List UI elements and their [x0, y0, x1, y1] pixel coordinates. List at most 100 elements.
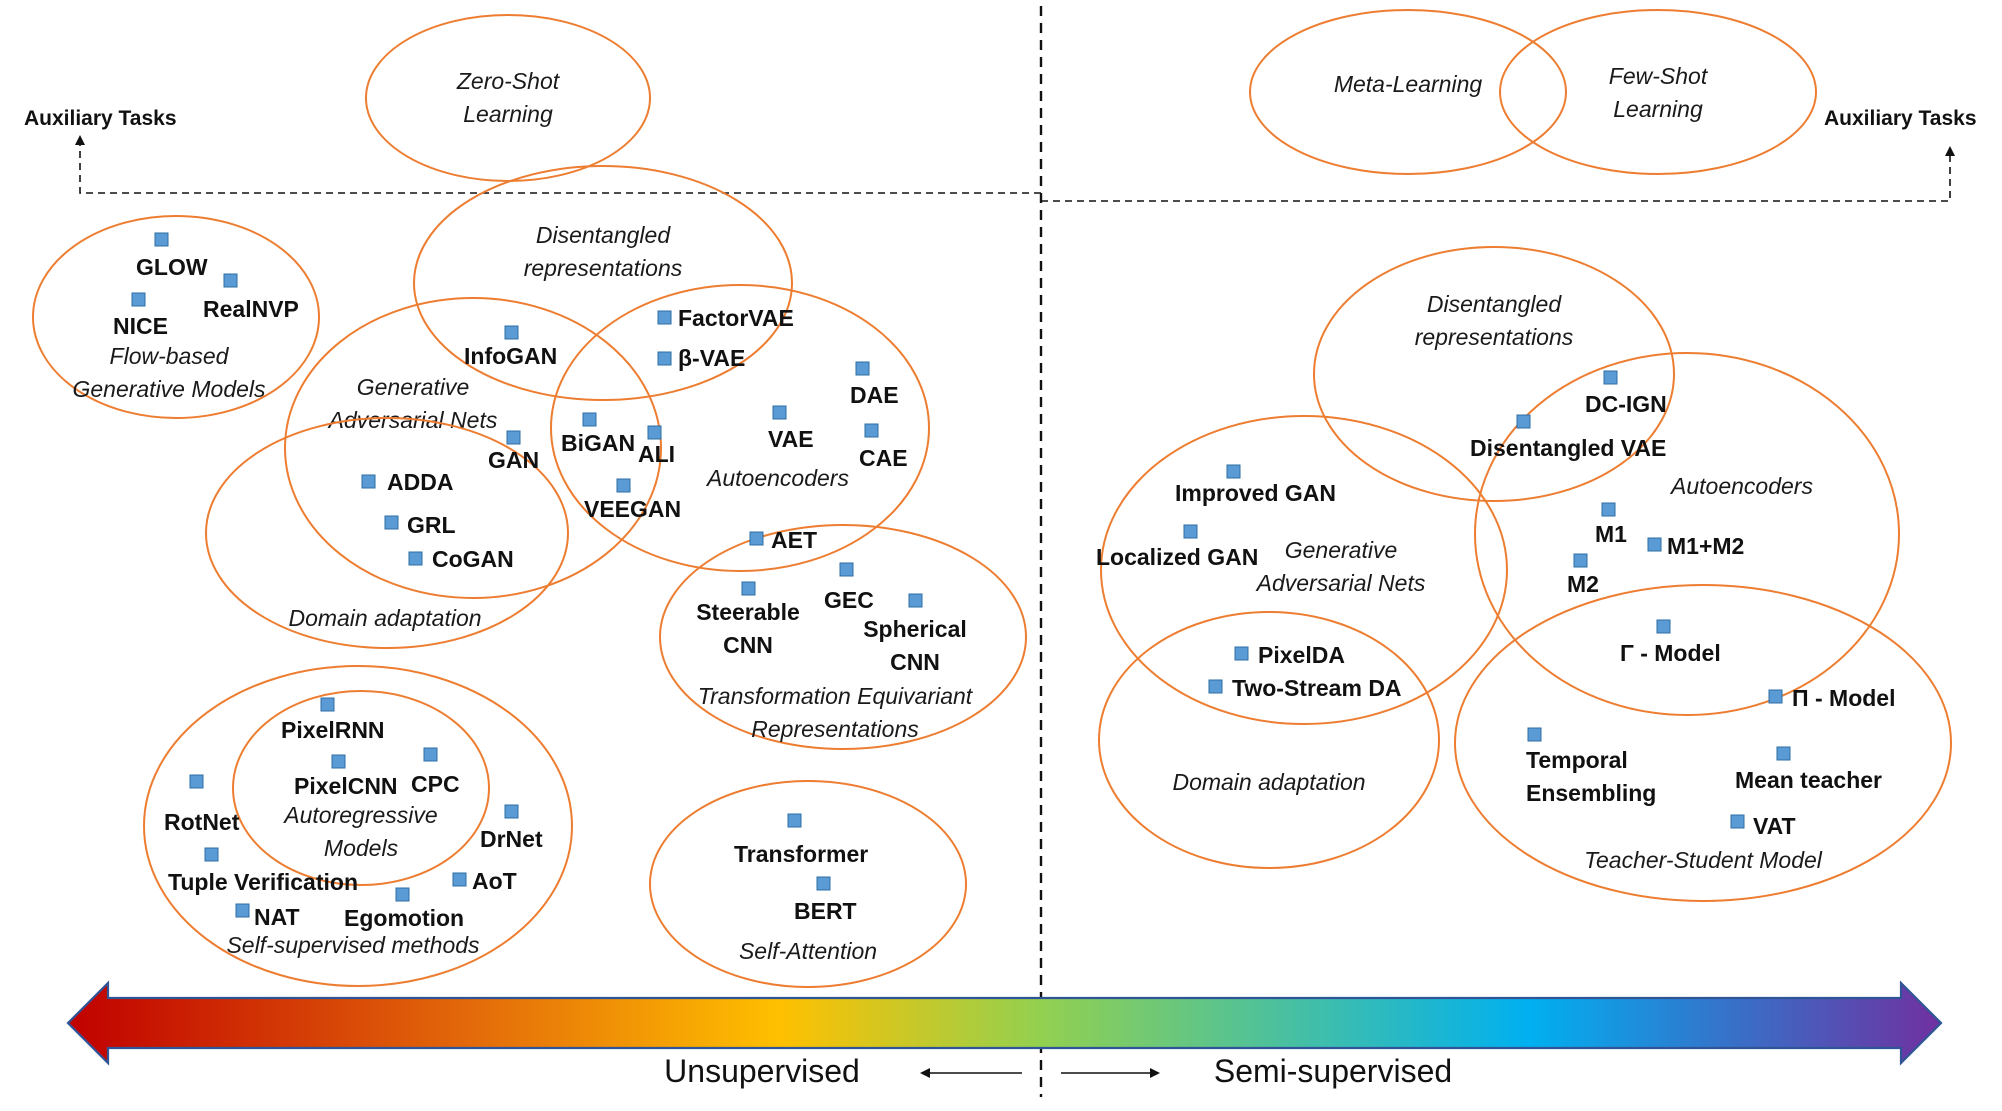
nice-label: NICE — [113, 313, 168, 339]
temporal-ensembling-label-line1: Temporal — [1526, 747, 1628, 773]
factorvae-label: FactorVAE — [678, 305, 794, 331]
grl-label: GRL — [407, 512, 456, 538]
pi-model-label: Π - Model — [1792, 685, 1896, 711]
tuple-verification-marker — [204, 847, 219, 862]
dae-marker — [855, 361, 870, 376]
beta-vae-marker — [657, 351, 672, 366]
gan-label: GAN — [488, 447, 539, 473]
temporal-ensembling-marker — [1527, 727, 1542, 742]
pixelda-marker — [1234, 646, 1249, 661]
autoencoders-right-region: Autoencoders — [1474, 352, 1900, 716]
region-label-line: Learning — [463, 101, 553, 127]
region-label-line: Flow-based — [110, 343, 230, 369]
unsupervised-label: Unsupervised — [664, 1053, 860, 1089]
steerable-cnn-label-line1: Steerable — [696, 599, 800, 625]
cpc-marker — [423, 747, 438, 762]
glow-marker — [154, 232, 169, 247]
teacher-student-region: Teacher-Student Model — [1454, 584, 1952, 902]
pixelrnn-label: PixelRNN — [281, 717, 385, 743]
ali-marker — [647, 425, 662, 440]
ali-label: ALI — [638, 441, 675, 467]
cae-marker — [864, 423, 879, 438]
m2-marker — [1573, 553, 1588, 568]
region-label-line: Models — [324, 835, 399, 861]
region-label-line: Learning — [1613, 96, 1703, 122]
region-label-line: Disentangled — [536, 222, 671, 248]
region-label-line: Meta-Learning — [1334, 71, 1483, 97]
tuple-verification-label: Tuple Verification — [168, 869, 358, 895]
semi-supervised-label: Semi-supervised — [1214, 1053, 1452, 1089]
domain-adaptation-left-region: Domain adaptation — [205, 417, 569, 649]
gamma-model-marker — [1656, 619, 1671, 634]
disentangled-representations-right-region: Disentangled representations — [1313, 246, 1675, 502]
vat-marker — [1730, 814, 1745, 829]
m1-label: M1 — [1595, 521, 1627, 547]
aet-marker — [749, 531, 764, 546]
cogan-label: CoGAN — [432, 546, 514, 572]
gamma-model-label: Γ - Model — [1620, 640, 1721, 666]
transformer-label: Transformer — [734, 841, 868, 867]
pi-model-marker — [1768, 689, 1783, 704]
region-label-line: Disentangled — [1427, 291, 1562, 317]
aot-label: AoT — [472, 868, 517, 894]
disentangled-vae-label: Disentangled VAE — [1470, 435, 1666, 461]
region-label-line: Teacher-Student Model — [1584, 847, 1823, 873]
steerable-cnn-marker — [741, 581, 756, 596]
factorvae-marker — [657, 310, 672, 325]
region-label-line: Generative — [1285, 537, 1398, 563]
region-label-line: Generative — [357, 374, 470, 400]
region-label-line: Transformation Equivariant — [698, 683, 974, 709]
gec-marker — [839, 562, 854, 577]
cpc-label: CPC — [411, 771, 460, 797]
rotnet-marker — [189, 774, 204, 789]
supervision-spectrum-arrow — [66, 980, 1943, 1066]
vae-label: VAE — [768, 426, 814, 452]
domain-adaptation-right-region: Domain adaptation — [1098, 611, 1440, 869]
disentangled-representations-left-region: Disentangled representations — [413, 165, 793, 401]
region-label-line: Self-Attention — [739, 938, 877, 964]
region-label-line: Autoencoders — [705, 465, 849, 491]
nat-marker — [235, 903, 250, 918]
nice-marker — [131, 292, 146, 307]
autoregressive-region: Autoregressive Models — [232, 690, 490, 886]
beta-vae-label: β-VAE — [678, 345, 745, 371]
few-shot-learning-region: Few-Shot Learning — [1499, 9, 1817, 175]
dc-ign-label: DC-IGN — [1585, 391, 1667, 417]
egomotion-label: Egomotion — [344, 905, 464, 931]
self-attention-region: Self-Attention — [649, 780, 967, 988]
bigan-marker — [582, 412, 597, 427]
auxiliary-tasks-left-label: Auxiliary Tasks — [24, 107, 177, 130]
region-label-line: Domain adaptation — [1172, 769, 1365, 795]
m2-label: M2 — [1567, 571, 1599, 597]
veegan-label: VEEGAN — [584, 496, 681, 522]
zero-shot-learning-region: Zero-Shot Learning — [365, 14, 651, 182]
region-label-line: Autoregressive — [282, 802, 437, 828]
region-label-line: Self-supervised methods — [226, 932, 480, 958]
pixelda-label: PixelDA — [1258, 642, 1345, 668]
region-label-line: representations — [524, 255, 683, 281]
m1-m2-marker — [1647, 537, 1662, 552]
infogan-label: InfoGAN — [464, 343, 557, 369]
region-label-line: Generative Models — [72, 376, 266, 402]
egomotion-marker — [395, 887, 410, 902]
steerable-cnn-label-line2: CNN — [723, 632, 773, 658]
transformation-equivariant-region: Transformation Equivariant Representatio… — [659, 524, 1027, 750]
dc-ign-marker — [1603, 370, 1618, 385]
auxiliary-tasks-right: Auxiliary Tasks — [1041, 107, 1977, 202]
cae-label: CAE — [859, 445, 908, 471]
vae-marker — [772, 405, 787, 420]
m1-marker — [1601, 502, 1616, 517]
grl-marker — [384, 515, 399, 530]
auxiliary-tasks-right-label: Auxiliary Tasks — [1824, 107, 1977, 130]
veegan-marker — [616, 478, 631, 493]
infogan-marker — [504, 325, 519, 340]
nat-label: NAT — [254, 904, 300, 930]
rotnet-label: RotNet — [164, 809, 240, 835]
aet-label: AET — [771, 527, 817, 553]
pixelcnn-marker — [331, 754, 346, 769]
region-label-line: representations — [1415, 324, 1574, 350]
adda-marker — [361, 474, 376, 489]
spherical-cnn-label-line2: CNN — [890, 649, 940, 675]
glow-label: GLOW — [136, 254, 208, 280]
